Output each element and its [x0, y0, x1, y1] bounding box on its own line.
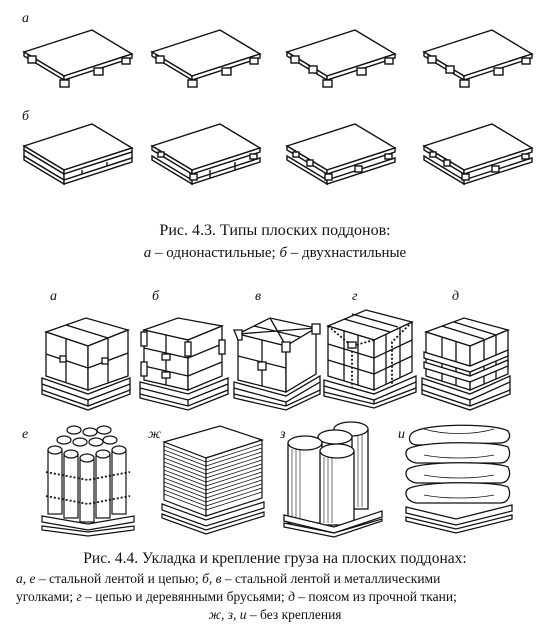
figure-4-3-legend: а – однонастильные; б – двухнастильные — [0, 242, 550, 264]
legend-letters-b-v: б, в — [202, 571, 222, 586]
loaded-pallet-zh — [160, 420, 266, 536]
legend-text-a: – однонастильные; — [151, 245, 280, 261]
row-label-b: б — [22, 109, 30, 124]
legend-letter-g: г — [76, 589, 82, 604]
figure-4-4-legend-line-2: уголками; г – цепью и деревянными брусья… — [0, 588, 550, 606]
fig-label-b: б — [152, 289, 160, 304]
double-deck-pallet-1 — [22, 122, 134, 188]
loaded-pallet-g — [322, 302, 418, 410]
loaded-pallet-d — [420, 310, 512, 411]
fig-label-i: и — [398, 427, 405, 442]
double-deck-pallet-3 — [285, 122, 397, 188]
figure-4-3-title: Рис. 4.3. Типы плоских поддонов: — [159, 222, 391, 239]
fig-label-a: а — [50, 289, 57, 304]
legend-letter-a: а — [143, 245, 152, 261]
row-label-a: а — [22, 11, 29, 26]
fig-label-d: д — [452, 289, 460, 304]
figure-4-3-caption: Рис. 4.3. Типы плоских поддонов: а – одн… — [0, 220, 550, 264]
legend-text-b-v: – стальной лентой и металлическими — [221, 571, 441, 586]
figure-4-4-title: Рис. 4.4. Укладка и крепление груза на п… — [83, 550, 467, 567]
loaded-pallet-v — [230, 310, 322, 411]
single-deck-pallet-4 — [422, 28, 534, 88]
legend-text-g: – цепью и деревянными брусьями; — [81, 589, 289, 604]
single-deck-pallet-2 — [150, 28, 262, 88]
loaded-pallet-b — [138, 310, 230, 411]
legend-letter-b: б — [279, 245, 287, 261]
figure-4-4-legend-line-3: ж, з, и – без крепления — [0, 606, 550, 624]
single-deck-pallet-1 — [22, 28, 134, 88]
fig-label-z: з — [280, 427, 286, 442]
legend-text-a-e: – стальной лентой и цепью; — [35, 571, 203, 586]
legend-text-zh-z-i: – без крепления — [246, 607, 342, 622]
legend-text-b: – двухнастильные — [287, 245, 407, 261]
legend-letters-a-e: а, е — [16, 571, 36, 586]
legend-text-d: – поясом из прочной ткани; — [294, 589, 457, 604]
figure-4-4-caption: Рис. 4.4. Укладка и крепление груза на п… — [0, 548, 550, 624]
loaded-pallet-i — [404, 415, 514, 537]
loaded-pallet-a — [40, 310, 132, 411]
fig-label-g: г — [352, 289, 358, 304]
loaded-pallet-z — [282, 415, 386, 538]
fig-label-v: в — [255, 289, 262, 304]
single-deck-pallet-3 — [285, 28, 397, 88]
double-deck-pallet-2 — [150, 122, 262, 188]
legend-letters-zh-z-i: ж, з, и — [208, 607, 247, 622]
legend-letter-d: д — [288, 589, 295, 604]
figure-4-4-legend-line-1: а, е – стальной лентой и цепью; б, в – с… — [0, 570, 550, 588]
fig-label-zh: ж — [148, 427, 162, 442]
loaded-pallet-e — [38, 420, 138, 537]
legend-text-corners: уголками; — [16, 589, 77, 604]
double-deck-pallet-4 — [422, 122, 534, 188]
fig-label-e: е — [22, 427, 29, 442]
